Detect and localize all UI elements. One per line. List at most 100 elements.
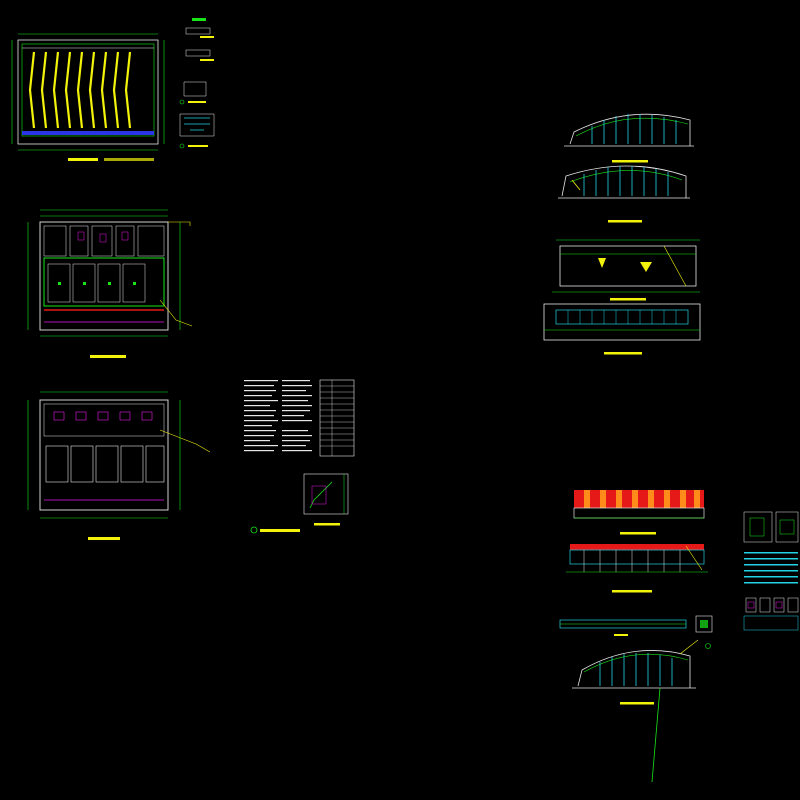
elevation-2[interactable] bbox=[558, 165, 690, 223]
roof-gutter bbox=[22, 131, 154, 135]
panel bbox=[680, 490, 686, 508]
room bbox=[115, 225, 135, 257]
section-glazing bbox=[555, 309, 689, 325]
door-window-schedule[interactable] bbox=[244, 379, 355, 534]
plan2-fixtures bbox=[53, 411, 153, 421]
room bbox=[91, 225, 113, 257]
marker bbox=[83, 282, 86, 285]
detail-box bbox=[745, 597, 757, 613]
elevation-panels bbox=[584, 490, 700, 508]
elevation-5[interactable] bbox=[566, 544, 708, 593]
roof-plan-inner-frame bbox=[21, 43, 155, 137]
schedule-title bbox=[260, 529, 300, 532]
fixture bbox=[141, 411, 153, 421]
room bbox=[69, 225, 89, 257]
elevation-title bbox=[612, 590, 652, 593]
fixture bbox=[747, 601, 755, 609]
elevation-6[interactable] bbox=[572, 639, 699, 783]
panel bbox=[600, 490, 606, 508]
elevation-red-facade bbox=[574, 490, 704, 508]
row bbox=[244, 395, 272, 397]
elevation-roof-inner bbox=[583, 653, 689, 673]
elevation-3[interactable] bbox=[552, 239, 700, 301]
detail-bottom bbox=[743, 615, 799, 631]
strip-title bbox=[614, 634, 628, 636]
row bbox=[744, 558, 798, 560]
roof-plan-frame bbox=[17, 39, 159, 145]
row bbox=[244, 430, 276, 432]
details-sheet[interactable] bbox=[743, 511, 799, 631]
court bbox=[122, 263, 146, 303]
schedule-marker bbox=[250, 526, 258, 534]
detail-small-boxes bbox=[745, 597, 799, 613]
detail-table bbox=[744, 552, 798, 584]
row bbox=[282, 385, 312, 387]
row bbox=[282, 415, 304, 417]
node-detail[interactable] bbox=[695, 615, 713, 649]
elevation-glazing bbox=[599, 653, 673, 686]
row bbox=[282, 420, 312, 422]
plan1-net-markers bbox=[58, 282, 136, 285]
elevation-4[interactable] bbox=[573, 490, 705, 535]
plan1-courts bbox=[47, 263, 146, 303]
section-frame bbox=[543, 303, 701, 341]
row bbox=[282, 440, 310, 442]
row bbox=[244, 450, 274, 452]
row bbox=[244, 380, 278, 382]
roof-ridge bbox=[64, 51, 72, 129]
detail-inner bbox=[779, 519, 795, 535]
fixture bbox=[119, 411, 131, 421]
row bbox=[744, 552, 798, 554]
row bbox=[282, 400, 308, 402]
roof-ridge bbox=[88, 51, 96, 129]
schedule-table-3-rows bbox=[320, 380, 354, 456]
detail-note-title bbox=[192, 18, 206, 21]
row bbox=[244, 440, 270, 442]
plan1-rooms bbox=[43, 225, 165, 257]
plan2-leader bbox=[159, 429, 211, 453]
roof-plan[interactable] bbox=[11, 33, 165, 161]
detail-marker bbox=[179, 99, 185, 105]
panel bbox=[648, 490, 654, 508]
elevation-glazing bbox=[583, 166, 669, 196]
elevation-annotation bbox=[571, 179, 581, 191]
roof-ridge bbox=[52, 51, 60, 129]
panel bbox=[632, 490, 638, 508]
row bbox=[282, 435, 312, 437]
elevation-roof-inner bbox=[575, 117, 689, 137]
detail-inner bbox=[749, 517, 765, 537]
stair-detail[interactable] bbox=[303, 473, 349, 526]
detail-note-label bbox=[188, 101, 206, 103]
detail-box bbox=[773, 597, 785, 613]
roof-ridges bbox=[28, 51, 132, 129]
elevation-leader-line bbox=[651, 687, 661, 783]
stair-core bbox=[311, 485, 327, 505]
stair-flight bbox=[309, 481, 333, 509]
schedule-table-3 bbox=[319, 379, 355, 457]
plan2-courts bbox=[45, 445, 165, 483]
roof-ridge bbox=[76, 51, 84, 129]
detail-box bbox=[759, 597, 771, 613]
roof-detail-notes[interactable] bbox=[179, 18, 215, 149]
elevation-roof-inner bbox=[569, 170, 683, 183]
row bbox=[244, 400, 278, 402]
room bbox=[137, 225, 165, 257]
fixture bbox=[75, 411, 87, 421]
roof-ridge bbox=[40, 51, 48, 129]
detail-sketch bbox=[183, 81, 207, 97]
panel bbox=[694, 490, 700, 508]
elevation-1[interactable] bbox=[564, 113, 694, 163]
section-1[interactable] bbox=[543, 303, 701, 355]
floor-plan-1[interactable] bbox=[27, 209, 193, 358]
court bbox=[120, 445, 144, 483]
room bbox=[43, 225, 67, 257]
section-title bbox=[604, 352, 642, 355]
row bbox=[244, 445, 278, 447]
floor-plan-2[interactable] bbox=[27, 391, 211, 540]
court bbox=[95, 445, 119, 483]
strip-plan[interactable] bbox=[559, 619, 687, 636]
plan1-title bbox=[90, 355, 126, 358]
plan1-court-zone bbox=[43, 257, 165, 307]
panel bbox=[584, 490, 590, 508]
